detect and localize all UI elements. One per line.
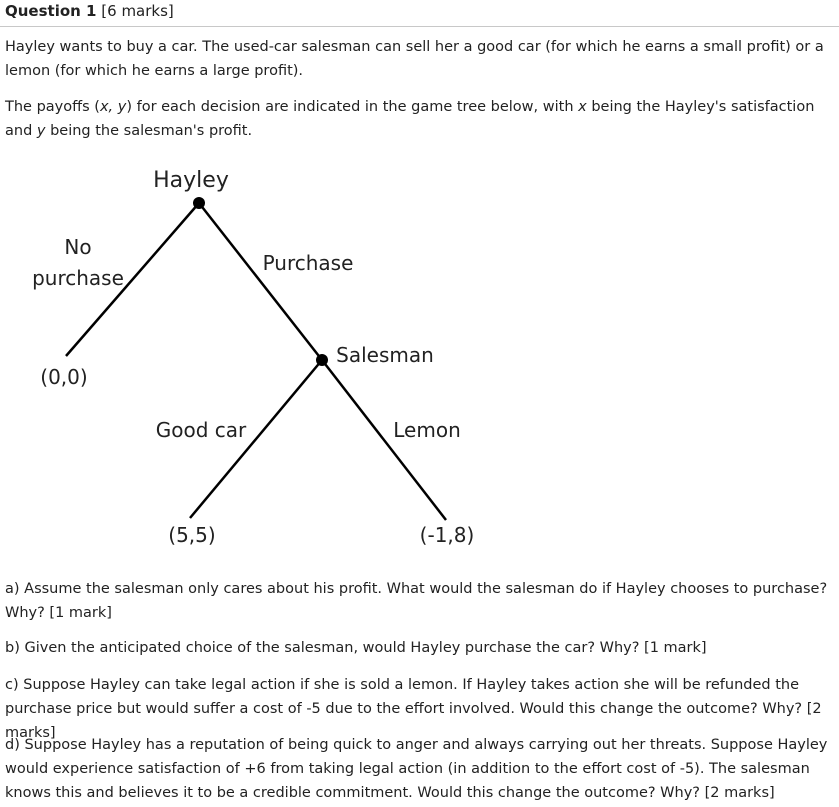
payoff-no-purchase: (0,0) <box>40 365 87 389</box>
label-purchase: Purchase <box>263 251 354 275</box>
edge-purchase <box>198 202 323 361</box>
payoff-good-car: (5,5) <box>168 523 215 547</box>
label-hayley: Hayley <box>153 168 229 193</box>
question-b: b) Given the anticipated choice of the s… <box>5 640 707 656</box>
node-hayley <box>193 197 205 209</box>
header-divider <box>0 26 839 27</box>
game-tree: Hayley No purchase Purchase Salesman Goo… <box>32 168 475 547</box>
edge-good-car <box>189 359 323 519</box>
label-salesman: Salesman <box>336 343 434 367</box>
question-label: Question 1 <box>5 2 97 20</box>
label-no: No <box>64 235 91 259</box>
edge-lemon <box>321 359 447 521</box>
question-d: d) Suppose Hayley has a reputation of be… <box>5 737 828 801</box>
question-marks: [6 marks] <box>101 2 174 20</box>
payoff-lemon: (-1,8) <box>420 523 475 547</box>
label-lemon: Lemon <box>393 418 461 442</box>
node-salesman <box>316 354 328 366</box>
edge-no-purchase <box>65 202 200 357</box>
intro-paragraph-2: The payoffs (x, y) for each decision are… <box>5 99 815 139</box>
label-purchase-word: purchase <box>32 266 124 290</box>
intro-paragraph-1: Hayley wants to buy a car. The used-car … <box>5 39 824 79</box>
question-c: c) Suppose Hayley can take legal action … <box>5 677 822 741</box>
question-a: a) Assume the salesman only cares about … <box>5 581 828 621</box>
question-header: Question 1 [6 marks] <box>5 2 174 20</box>
label-good-car: Good car <box>156 418 247 442</box>
